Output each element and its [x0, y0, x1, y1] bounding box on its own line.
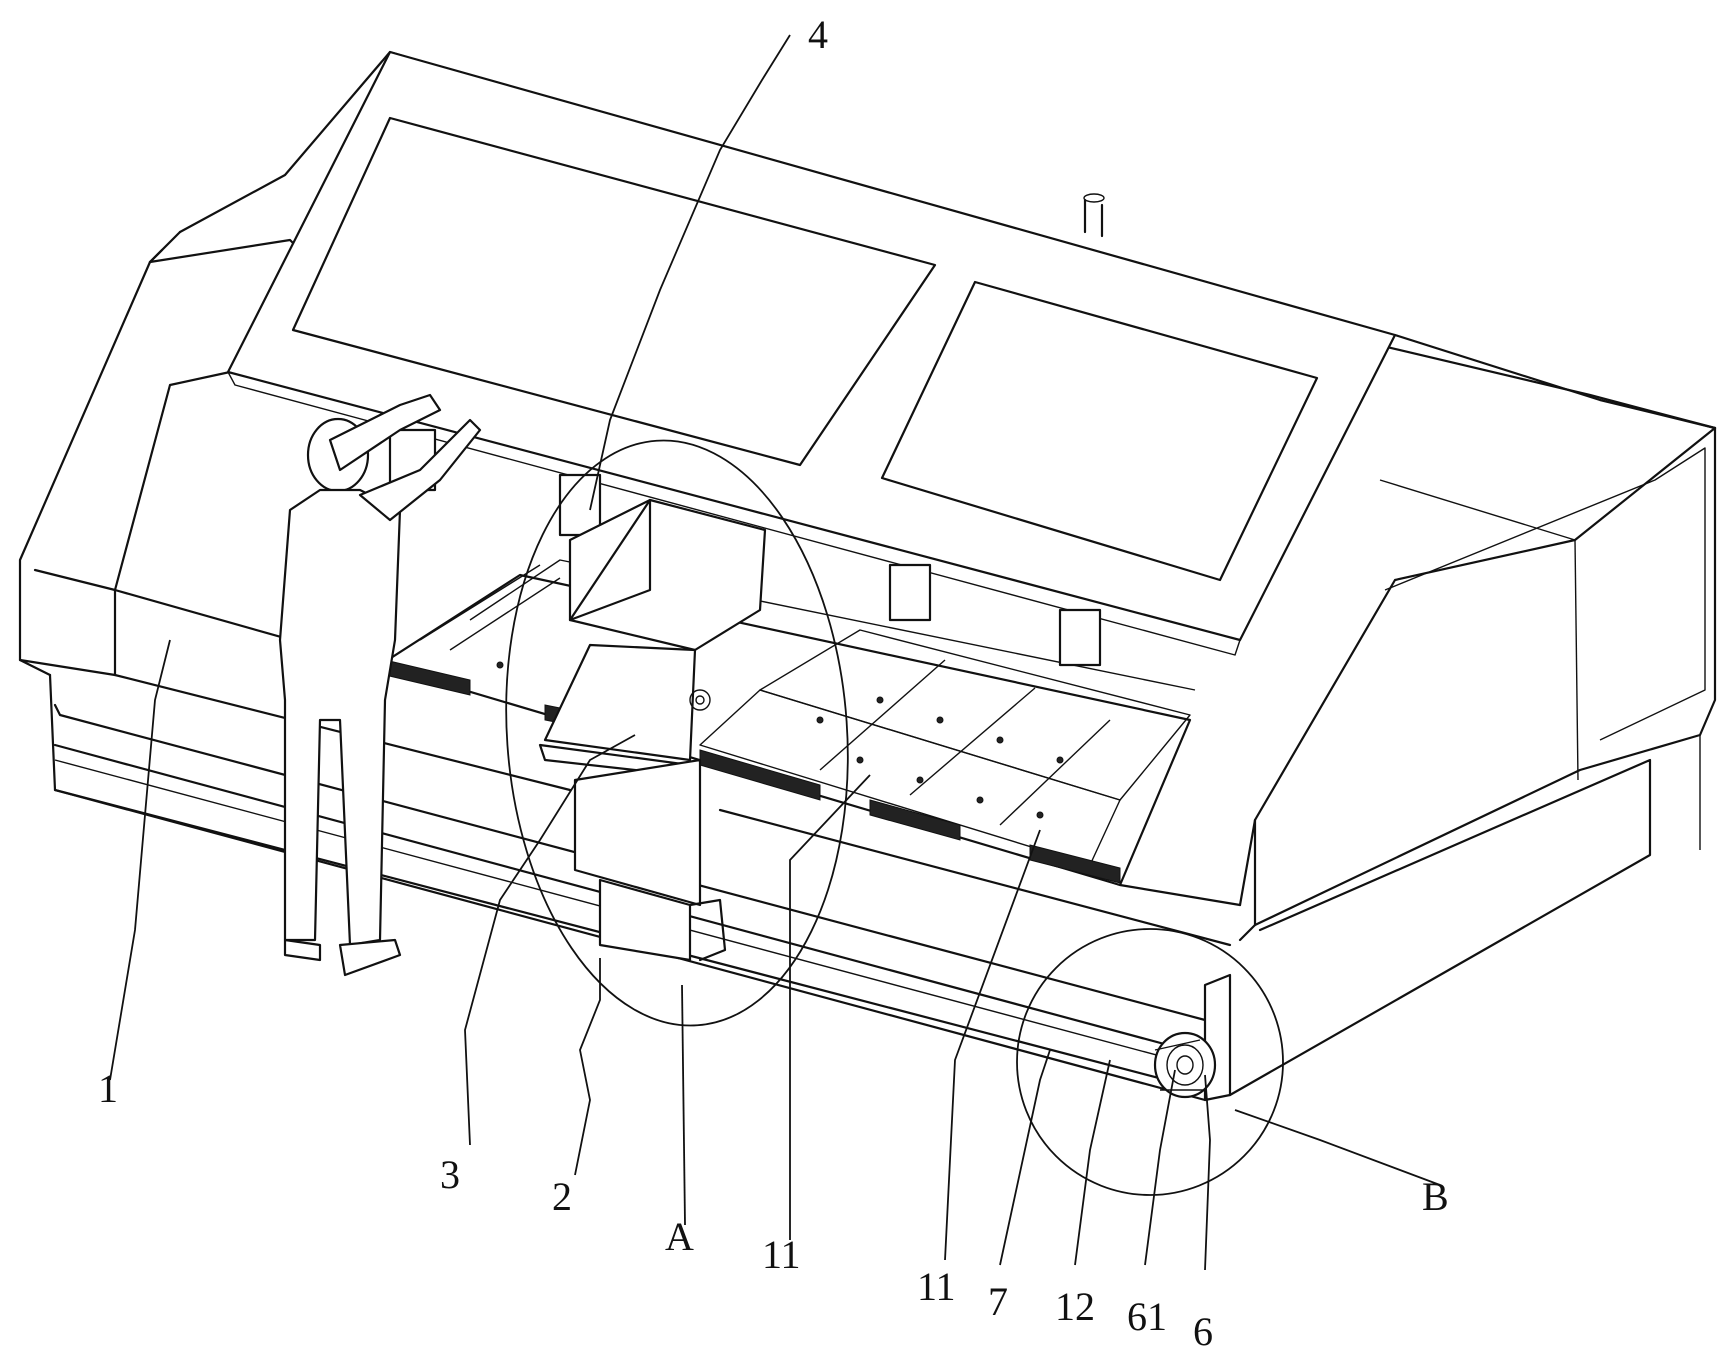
label-12: 12 — [1055, 1284, 1095, 1329]
label-1: 1 — [98, 1066, 118, 1111]
label-2: 2 — [552, 1174, 572, 1219]
label-3: 3 — [440, 1152, 460, 1197]
detail-circle-b — [1016, 928, 1284, 1196]
label-11-right: 11 — [917, 1264, 956, 1309]
detail-circle-a — [505, 439, 849, 1027]
label-61: 61 — [1127, 1294, 1167, 1339]
leader-lines — [109, 34, 1441, 1271]
work-deck — [378, 428, 1196, 887]
label-A: A — [665, 1214, 694, 1259]
feeder-module — [538, 498, 767, 962]
operator-figure — [278, 393, 482, 977]
plate-marks — [496, 661, 1064, 819]
label-4: 4 — [808, 12, 828, 57]
label-7: 7 — [988, 1279, 1008, 1324]
label-11-left: 11 — [762, 1232, 801, 1277]
reference-labels: 4 1 3 2 A 11 11 7 12 61 6 B — [98, 12, 1449, 1354]
label-6: 6 — [1193, 1309, 1213, 1354]
roller-end — [1153, 973, 1232, 1102]
top-cover — [226, 50, 1397, 656]
label-B: B — [1422, 1174, 1449, 1219]
